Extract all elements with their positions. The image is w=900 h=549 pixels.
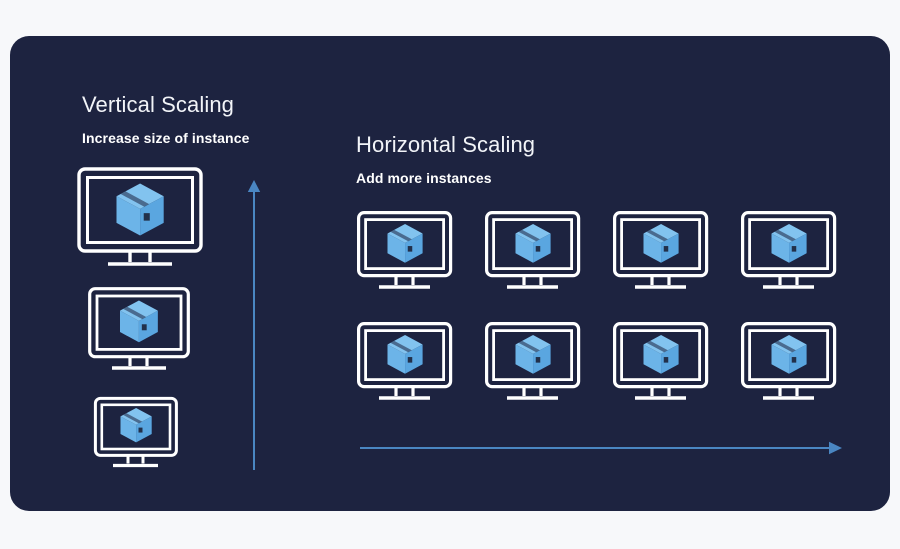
monitor-icon-horizontal-r2c3 (612, 321, 710, 407)
monitor-icon-horizontal-r1c2 (484, 210, 582, 296)
monitor-icon (88, 287, 190, 370)
monitor-icon (93, 396, 178, 468)
horizontal-scaling-subtitle: Add more instances (356, 170, 492, 186)
monitor-icon-horizontal-r2c4 (740, 321, 838, 407)
monitor-icon-vertical-small (93, 396, 179, 472)
monitor-icon (356, 210, 453, 289)
package-box-icon (387, 335, 423, 374)
vertical-growth-arrow (244, 178, 264, 472)
vertical-scaling-subtitle: Increase size of instance (82, 130, 250, 146)
monitor-icon (77, 167, 203, 266)
package-box-icon (771, 224, 807, 263)
monitor-icon-horizontal-r2c2 (484, 321, 582, 407)
package-box-icon (387, 224, 423, 263)
monitor-icon (612, 321, 709, 400)
monitor-icon (484, 321, 581, 400)
monitor-icon (740, 210, 837, 289)
horizontal-growth-arrow (358, 438, 844, 458)
package-box-icon (515, 335, 551, 374)
package-box-icon (515, 224, 551, 263)
monitor-icon (740, 321, 837, 400)
package-box-icon (771, 335, 807, 374)
monitor-icon (484, 210, 581, 289)
monitor-icon (356, 321, 453, 400)
horizontal-scaling-title: Horizontal Scaling (356, 132, 536, 157)
monitor-icon (612, 210, 709, 289)
package-box-icon (643, 224, 679, 263)
monitor-icon-horizontal-r1c3 (612, 210, 710, 296)
monitor-icon-horizontal-r2c1 (356, 321, 454, 407)
vertical-scaling-title: Vertical Scaling (82, 92, 235, 117)
package-box-icon (116, 183, 164, 236)
monitor-icon-vertical-large (76, 166, 204, 270)
package-box-icon (120, 408, 152, 443)
monitor-icon-horizontal-r1c1 (356, 210, 454, 296)
package-box-icon (120, 300, 158, 343)
monitor-icon-horizontal-r1c4 (740, 210, 838, 296)
monitor-icon-vertical-medium (87, 286, 191, 374)
package-box-icon (643, 335, 679, 374)
